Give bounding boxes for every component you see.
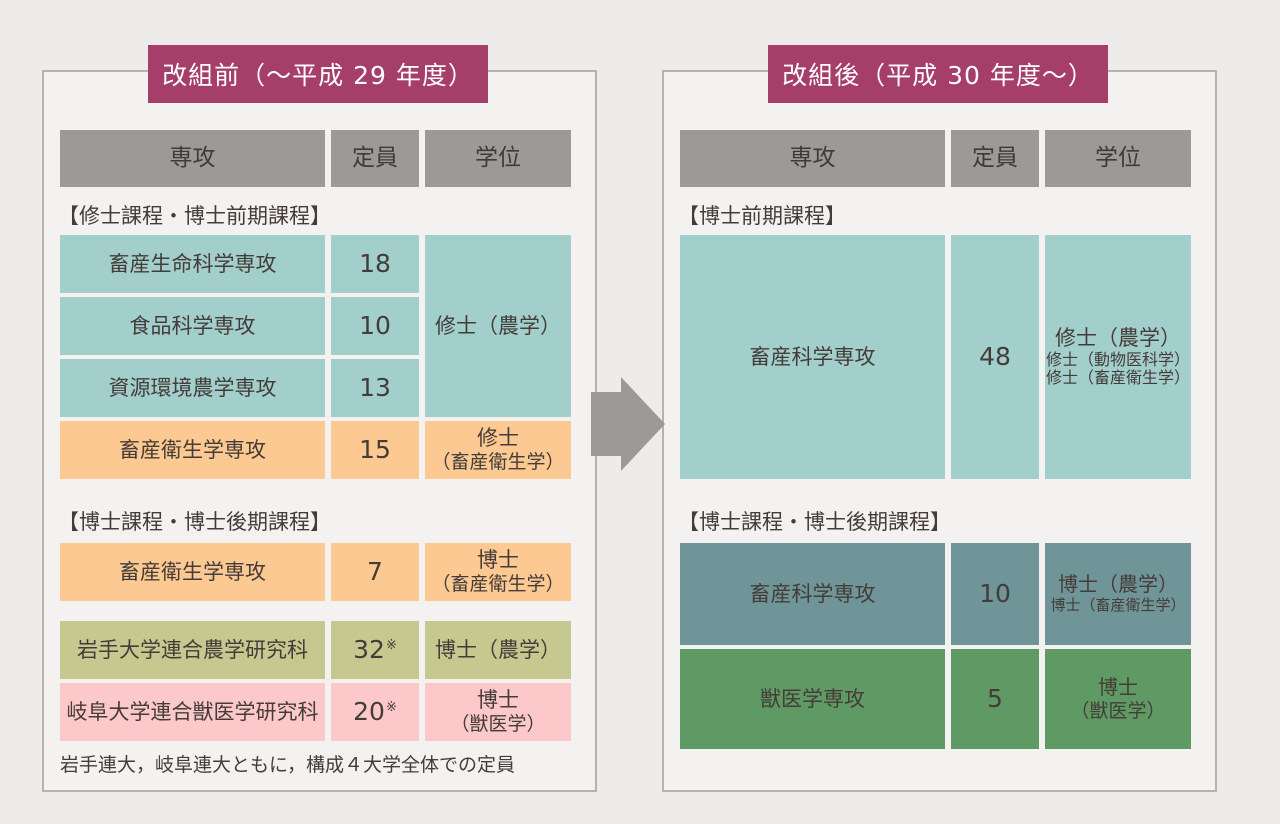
after-doctoral-section-label: 【博士課程・博士後期課程】 bbox=[678, 510, 951, 534]
major-cell: 畜産衛生学専攻 bbox=[60, 543, 325, 601]
degree-line: 博士 bbox=[477, 548, 519, 573]
degree-line: （獣医学） bbox=[450, 713, 546, 736]
after-doctoral-table: 畜産科学専攻 10 博士（農学） 博士（畜産衛生学） 獣医学専攻 5 博士 （獣… bbox=[680, 543, 1191, 749]
major-cell: 岐阜大学連合獣医学研究科 bbox=[60, 683, 325, 741]
before-doctoral-table: 畜産衛生学専攻 7 博士 （畜産衛生学） bbox=[60, 543, 571, 601]
capacity-cell: 20※ bbox=[331, 683, 419, 741]
major-cell: 岩手大学連合農学研究科 bbox=[60, 621, 325, 679]
degree-line: 博士（畜産衛生学） bbox=[1050, 595, 1186, 614]
union-schools-table: 岩手大学連合農学研究科 32※ 博士（農学） 岐阜大学連合獣医学研究科 20※ … bbox=[60, 621, 571, 741]
before-masters-table: 畜産生命科学専攻 18 食品科学専攻 10 資源環境農学専攻 13 修士（農学）… bbox=[60, 235, 571, 479]
after-header-row: 専攻 定員 学位 bbox=[680, 130, 1191, 187]
capacity-cell: 10 bbox=[951, 543, 1039, 645]
arrow-stem bbox=[591, 392, 623, 456]
major-cell: 畜産科学専攻 bbox=[680, 235, 945, 479]
degree-line: （畜産衛生学） bbox=[431, 451, 565, 474]
degree-line: （畜産衛生学） bbox=[431, 573, 565, 596]
major-cell: 資源環境農学専攻 bbox=[60, 359, 325, 417]
capacity-cell: 32※ bbox=[331, 621, 419, 679]
capacity-footnote: 岩手連大，岐阜連大ともに，構成４大学全体での定員 bbox=[60, 754, 516, 776]
shared-degree-cell: 修士（農学） bbox=[425, 235, 571, 417]
after-masters-section-label: 【博士前期課程】 bbox=[678, 204, 846, 228]
capacity-cell: 10 bbox=[331, 297, 419, 355]
before-panel: 専攻 定員 学位 【修士課程・博士前期課程】 畜産生命科学専攻 18 食品科学専… bbox=[42, 70, 597, 792]
before-masters-section-label: 【修士課程・博士前期課程】 bbox=[58, 204, 331, 228]
column-header-major: 専攻 bbox=[680, 130, 945, 187]
column-header-capacity: 定員 bbox=[331, 130, 419, 187]
degree-line: （獣医学） bbox=[1070, 699, 1166, 722]
degree-line: 修士（動物医科学） bbox=[1045, 349, 1190, 369]
column-header-capacity: 定員 bbox=[951, 130, 1039, 187]
degree-line: 修士（畜産衛生学） bbox=[1045, 368, 1190, 388]
column-header-degree: 学位 bbox=[425, 130, 571, 187]
degree-cell: 修士 （畜産衛生学） bbox=[425, 421, 571, 479]
capacity-cell: 7 bbox=[331, 543, 419, 601]
degree-line: 博士（農学） bbox=[1058, 572, 1178, 597]
major-cell: 食品科学専攻 bbox=[60, 297, 325, 355]
capacity-cell: 48 bbox=[951, 235, 1039, 479]
after-panel: 専攻 定員 学位 【博士前期課程】 畜産科学専攻 48 修士（農学） 修士（動物… bbox=[662, 70, 1217, 792]
capacity-cell: 13 bbox=[331, 359, 419, 417]
column-header-degree: 学位 bbox=[1045, 130, 1191, 187]
degree-cell: 博士 （獣医学） bbox=[425, 683, 571, 741]
capacity-cell: 18 bbox=[331, 235, 419, 293]
before-header-row: 専攻 定員 学位 bbox=[60, 130, 571, 187]
degree-cell: 博士（農学） 博士（畜産衛生学） bbox=[1045, 543, 1191, 645]
degree-line: 博士 bbox=[477, 688, 519, 713]
asterisk-note: ※ bbox=[385, 637, 397, 653]
capacity-cell: 5 bbox=[951, 649, 1039, 749]
degree-cell: 博士 （畜産衛生学） bbox=[425, 543, 571, 601]
transition-arrow-icon bbox=[591, 377, 665, 471]
before-title: 改組前（～平成 29 年度） bbox=[148, 45, 488, 103]
asterisk-note: ※ bbox=[385, 699, 397, 715]
degree-line: 修士（農学） bbox=[1055, 325, 1181, 350]
capacity-value: 32※ bbox=[353, 635, 397, 665]
arrow-head bbox=[621, 377, 665, 471]
major-cell: 畜産生命科学専攻 bbox=[60, 235, 325, 293]
capacity-value: 20※ bbox=[353, 697, 397, 727]
major-cell: 獣医学専攻 bbox=[680, 649, 945, 749]
after-masters-table: 畜産科学専攻 48 修士（農学） 修士（動物医科学） 修士（畜産衛生学） bbox=[680, 235, 1191, 479]
after-title: 改組後（平成 30 年度～） bbox=[768, 45, 1108, 103]
major-cell: 畜産衛生学専攻 bbox=[60, 421, 325, 479]
degree-cell: 修士（農学） 修士（動物医科学） 修士（畜産衛生学） bbox=[1045, 235, 1191, 479]
capacity-cell: 15 bbox=[331, 421, 419, 479]
degree-line: 修士 bbox=[477, 426, 519, 451]
before-doctoral-section-label: 【博士課程・博士後期課程】 bbox=[58, 510, 331, 534]
degree-cell: 博士（農学） bbox=[425, 621, 571, 679]
column-header-major: 専攻 bbox=[60, 130, 325, 187]
degree-cell: 博士 （獣医学） bbox=[1045, 649, 1191, 749]
major-cell: 畜産科学専攻 bbox=[680, 543, 945, 645]
degree-line: 博士 bbox=[1098, 675, 1138, 699]
